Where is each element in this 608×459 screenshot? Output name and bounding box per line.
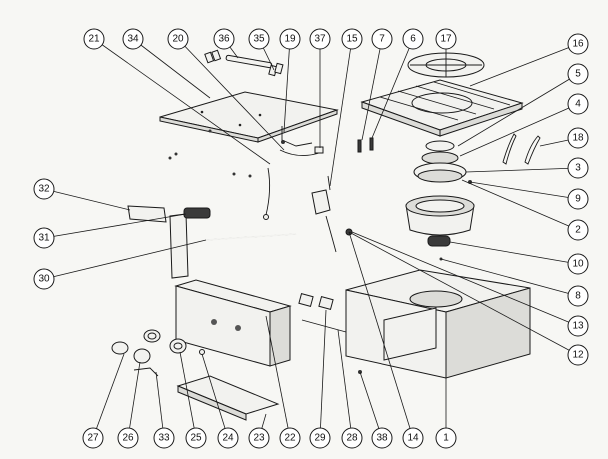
callout-38: 38 bbox=[371, 427, 393, 449]
control-knobs bbox=[111, 329, 205, 377]
callout-35-label: 35 bbox=[253, 34, 265, 45]
callout-14-label: 14 bbox=[407, 433, 419, 444]
callout-3: 3 bbox=[567, 157, 589, 179]
callout-12: 12 bbox=[567, 344, 589, 366]
callout-36: 36 bbox=[213, 28, 235, 50]
round-grate-insert bbox=[407, 52, 485, 78]
callout-21-label: 21 bbox=[88, 34, 100, 45]
callout-38-label: 38 bbox=[376, 433, 388, 444]
callout-22: 22 bbox=[279, 427, 301, 449]
callout-17: 17 bbox=[435, 28, 457, 50]
burner-bowl bbox=[405, 195, 475, 247]
callout-19-label: 19 bbox=[284, 34, 296, 45]
callout-24: 24 bbox=[217, 427, 239, 449]
callout-2: 2 bbox=[567, 219, 589, 241]
manifold bbox=[298, 293, 362, 374]
callout-37: 37 bbox=[309, 28, 331, 50]
callout-27-label: 27 bbox=[87, 433, 99, 444]
callout-30-label: 30 bbox=[38, 274, 50, 285]
callout-10-label: 10 bbox=[572, 259, 584, 270]
igniter-module bbox=[311, 175, 337, 253]
burner-stack bbox=[413, 140, 472, 184]
callout-26: 26 bbox=[117, 427, 139, 449]
callout-10: 10 bbox=[567, 253, 589, 275]
callout-34-label: 34 bbox=[127, 34, 139, 45]
callout-33-label: 33 bbox=[158, 433, 170, 444]
callout-13: 13 bbox=[567, 315, 589, 337]
callout-34: 34 bbox=[122, 28, 144, 50]
callout-17-label: 17 bbox=[440, 34, 452, 45]
callout-8: 8 bbox=[567, 285, 589, 307]
main-body bbox=[345, 269, 531, 379]
callout-6: 6 bbox=[402, 28, 424, 50]
callout-32-label: 32 bbox=[38, 184, 50, 195]
callout-25-label: 25 bbox=[190, 433, 202, 444]
callout-1: 1 bbox=[435, 427, 457, 449]
callout-25: 25 bbox=[185, 427, 207, 449]
callout-22-label: 22 bbox=[284, 433, 296, 444]
fastener-set bbox=[204, 49, 284, 77]
callout-28-label: 28 bbox=[346, 433, 358, 444]
callout-4: 4 bbox=[567, 93, 589, 115]
callout-7: 7 bbox=[371, 28, 393, 50]
callout-5-label: 5 bbox=[575, 69, 581, 80]
callout-28: 28 bbox=[341, 427, 363, 449]
callout-19: 19 bbox=[279, 28, 301, 50]
callout-37-label: 37 bbox=[314, 34, 326, 45]
leader-lines bbox=[43, 38, 579, 439]
callout-33: 33 bbox=[153, 427, 175, 449]
callout-2-label: 2 bbox=[575, 225, 581, 236]
callout-35: 35 bbox=[248, 28, 270, 50]
callout-7-label: 7 bbox=[379, 34, 385, 45]
front-panel bbox=[174, 279, 292, 367]
callout-16: 16 bbox=[567, 33, 589, 55]
gas-rod bbox=[205, 233, 297, 241]
callout-20-label: 20 bbox=[172, 34, 184, 45]
side-bracket bbox=[502, 133, 541, 165]
screws bbox=[168, 129, 252, 178]
callout-27: 27 bbox=[82, 427, 104, 449]
callout-6-label: 6 bbox=[410, 34, 416, 45]
callout-24-label: 24 bbox=[222, 433, 234, 444]
gas-valve-assembly bbox=[263, 126, 324, 220]
top-cover-plate bbox=[159, 91, 339, 143]
callout-31: 31 bbox=[33, 227, 55, 249]
callout-20: 20 bbox=[167, 28, 189, 50]
callout-13-label: 13 bbox=[572, 321, 584, 332]
cooking-grate bbox=[360, 79, 524, 137]
callout-18-label: 18 bbox=[572, 133, 584, 144]
callout-5: 5 bbox=[567, 63, 589, 85]
callout-29: 29 bbox=[309, 427, 331, 449]
callout-15-label: 15 bbox=[346, 34, 358, 45]
drip-tray bbox=[176, 375, 280, 421]
callout-18: 18 bbox=[567, 127, 589, 149]
callout-15: 15 bbox=[341, 28, 363, 50]
thermocouple bbox=[357, 137, 374, 153]
callout-9: 9 bbox=[567, 188, 589, 210]
callout-16-label: 16 bbox=[572, 39, 584, 50]
callout-23: 23 bbox=[248, 427, 270, 449]
callout-31-label: 31 bbox=[38, 233, 50, 244]
callout-4-label: 4 bbox=[575, 99, 581, 110]
callout-8-label: 8 bbox=[575, 291, 581, 302]
callout-21: 21 bbox=[83, 28, 105, 50]
callout-36-label: 36 bbox=[218, 34, 230, 45]
callout-3-label: 3 bbox=[575, 163, 581, 174]
callout-14: 14 bbox=[402, 427, 424, 449]
callout-1-label: 1 bbox=[443, 433, 449, 444]
callout-30: 30 bbox=[33, 268, 55, 290]
callout-26-label: 26 bbox=[122, 433, 134, 444]
callout-12-label: 12 bbox=[572, 350, 584, 361]
callout-9-label: 9 bbox=[575, 194, 581, 205]
callout-23-label: 23 bbox=[253, 433, 265, 444]
callout-32: 32 bbox=[33, 178, 55, 200]
callout-29-label: 29 bbox=[314, 433, 326, 444]
